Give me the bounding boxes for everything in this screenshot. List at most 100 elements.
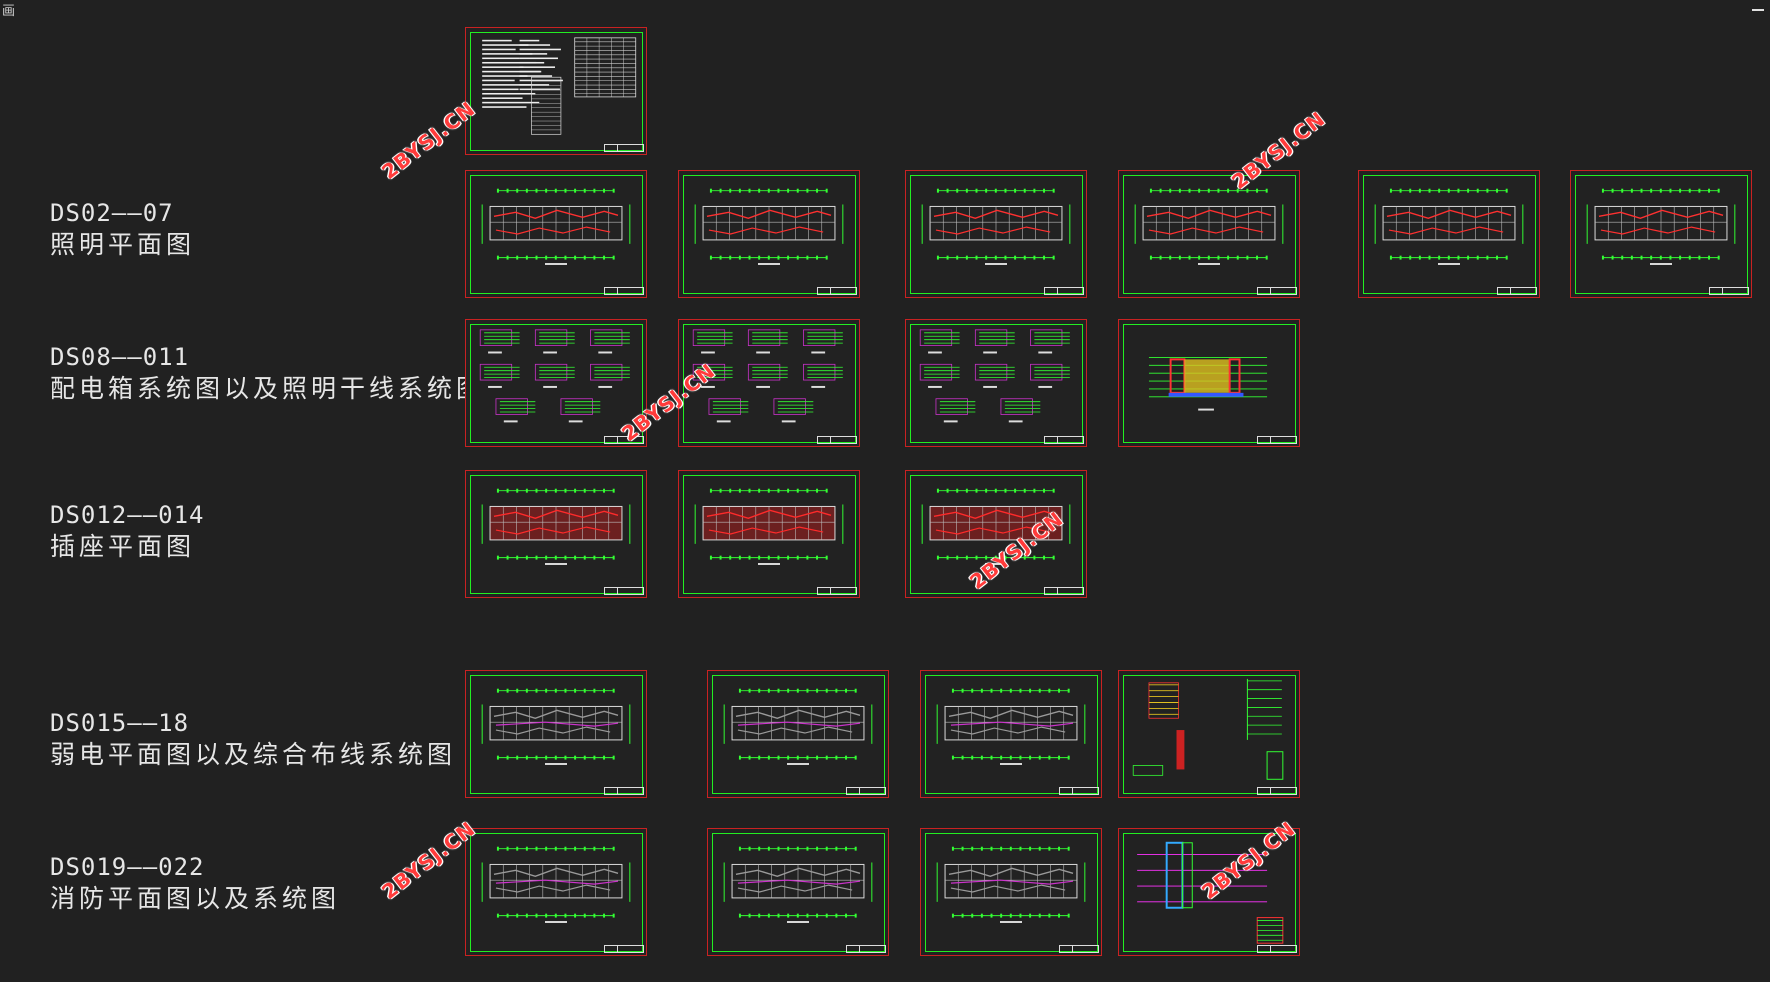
title-block bbox=[604, 144, 644, 152]
drawing-sheet-thumbnail[interactable] bbox=[1118, 319, 1300, 447]
group-code: DS012——014 bbox=[50, 501, 205, 529]
floor-plan-drawing bbox=[694, 188, 844, 260]
floor-plan-drawing bbox=[723, 688, 873, 760]
title-block bbox=[817, 587, 857, 595]
title-block bbox=[1044, 587, 1084, 595]
drawing-sheet-thumbnail[interactable] bbox=[465, 170, 647, 298]
drawing-sheet-thumbnail[interactable] bbox=[465, 470, 647, 598]
floor-plan-drawing bbox=[481, 688, 631, 760]
floor-plan-drawing bbox=[481, 188, 631, 260]
title-block bbox=[604, 436, 644, 444]
drawing-sheet-thumbnail[interactable] bbox=[678, 170, 860, 298]
group-label-fire: DS019——022 消防平面图以及系统图 bbox=[50, 852, 340, 916]
drawing-sheet-thumbnail[interactable] bbox=[905, 470, 1087, 598]
sheet-caption-line bbox=[545, 763, 567, 765]
group-label-sockets: DS012——014 插座平面图 bbox=[50, 500, 205, 564]
sheet-caption-line bbox=[1000, 921, 1022, 923]
drawing-sheet-thumbnail[interactable] bbox=[678, 470, 860, 598]
title-block bbox=[846, 787, 886, 795]
floor-plan-drawing bbox=[481, 846, 631, 918]
sheet-caption-line bbox=[1000, 763, 1022, 765]
title-block bbox=[846, 945, 886, 953]
drawing-sheet-thumbnail[interactable] bbox=[1118, 170, 1300, 298]
sheet-frame bbox=[910, 324, 1083, 443]
sheet-frame bbox=[683, 475, 856, 594]
drawing-sheet-thumbnail[interactable] bbox=[678, 319, 860, 447]
sheet-frame bbox=[910, 175, 1083, 294]
group-label-lighting: DS02——07 照明平面图 bbox=[50, 198, 195, 262]
sheet-caption-line bbox=[545, 263, 567, 265]
window-minimize-icon[interactable] bbox=[1752, 9, 1764, 11]
title-block bbox=[1257, 945, 1297, 953]
drawing-sheet-thumbnail[interactable] bbox=[1118, 670, 1300, 798]
system-diagram-drawing bbox=[919, 329, 1070, 423]
title-block bbox=[1257, 436, 1297, 444]
title-block bbox=[604, 945, 644, 953]
sheet-caption-line bbox=[1198, 263, 1220, 265]
drawing-sheet-thumbnail[interactable] bbox=[1570, 170, 1752, 298]
sheet-frame bbox=[910, 475, 1083, 594]
drawing-sheet-thumbnail[interactable] bbox=[905, 319, 1087, 447]
sheet-caption-line bbox=[545, 563, 567, 565]
title-block bbox=[1497, 287, 1537, 295]
group-title: 弱电平面图以及综合布线系统图 bbox=[50, 740, 457, 770]
sheet-frame bbox=[683, 175, 856, 294]
sheet-frame bbox=[470, 475, 643, 594]
title-block bbox=[817, 287, 857, 295]
riser-diagram-drawing bbox=[1132, 678, 1284, 780]
drawing-sheet-thumbnail[interactable] bbox=[707, 670, 889, 798]
floor-plan-drawing bbox=[1586, 188, 1736, 260]
floor-plan-drawing bbox=[1134, 188, 1284, 260]
group-title: 消防平面图以及系统图 bbox=[50, 884, 341, 914]
title-block bbox=[1059, 945, 1099, 953]
floor-plan-drawing bbox=[723, 846, 873, 918]
title-block bbox=[1709, 287, 1749, 295]
group-label-weak-current: DS015——18 弱电平面图以及综合布线系统图 bbox=[50, 708, 456, 772]
floor-plan-drawing bbox=[481, 488, 631, 560]
drawing-sheet-thumbnail[interactable] bbox=[920, 828, 1102, 956]
title-block bbox=[604, 787, 644, 795]
sheet-frame bbox=[683, 324, 856, 443]
drawing-sheet-thumbnail[interactable] bbox=[465, 319, 647, 447]
sheet-frame bbox=[925, 675, 1098, 794]
sheet-caption-line bbox=[758, 263, 780, 265]
sheet-frame bbox=[1575, 175, 1748, 294]
riser-diagram-drawing bbox=[1148, 356, 1268, 411]
group-code: DS015——18 bbox=[50, 709, 190, 737]
group-title: 插座平面图 bbox=[50, 532, 196, 562]
title-block bbox=[1044, 436, 1084, 444]
title-block bbox=[1257, 787, 1297, 795]
sheet-caption-line bbox=[985, 563, 1007, 565]
drawing-sheet-thumbnail[interactable] bbox=[707, 828, 889, 956]
sheet-caption-line bbox=[545, 921, 567, 923]
group-code: DS019——022 bbox=[50, 853, 205, 881]
sheet-caption-line bbox=[787, 763, 809, 765]
drawing-sheet-thumbnail[interactable] bbox=[920, 670, 1102, 798]
sheet-frame bbox=[925, 833, 1098, 952]
group-title: 照明平面图 bbox=[50, 230, 196, 260]
floor-plan-drawing bbox=[1374, 188, 1524, 260]
sheet-caption-line bbox=[758, 563, 780, 565]
title-block bbox=[604, 587, 644, 595]
title-block bbox=[817, 436, 857, 444]
drawing-sheet-thumbnail[interactable] bbox=[465, 828, 647, 956]
floor-plan-drawing bbox=[936, 688, 1086, 760]
system-diagram-drawing bbox=[479, 329, 630, 423]
floor-plan-drawing bbox=[921, 188, 1071, 260]
sheet-caption-line bbox=[787, 921, 809, 923]
design-notes-drawing bbox=[482, 37, 637, 135]
drawing-sheet-thumbnail[interactable] bbox=[1358, 170, 1540, 298]
sheet-frame bbox=[712, 833, 885, 952]
sheet-caption-line bbox=[1438, 263, 1460, 265]
sheet-frame bbox=[1123, 175, 1296, 294]
sheet-frame bbox=[1123, 324, 1296, 443]
sheet-frame bbox=[1123, 833, 1296, 952]
riser-diagram-drawing bbox=[1137, 841, 1284, 944]
drawing-sheet-thumbnail[interactable] bbox=[1118, 828, 1300, 956]
drawing-sheet-thumbnail[interactable] bbox=[465, 27, 647, 155]
group-code: DS08——011 bbox=[50, 343, 190, 371]
app-corner-icon: 画 bbox=[2, 4, 16, 19]
drawing-sheet-thumbnail[interactable] bbox=[465, 670, 647, 798]
drawing-sheet-thumbnail[interactable] bbox=[905, 170, 1087, 298]
sheet-frame bbox=[470, 324, 643, 443]
